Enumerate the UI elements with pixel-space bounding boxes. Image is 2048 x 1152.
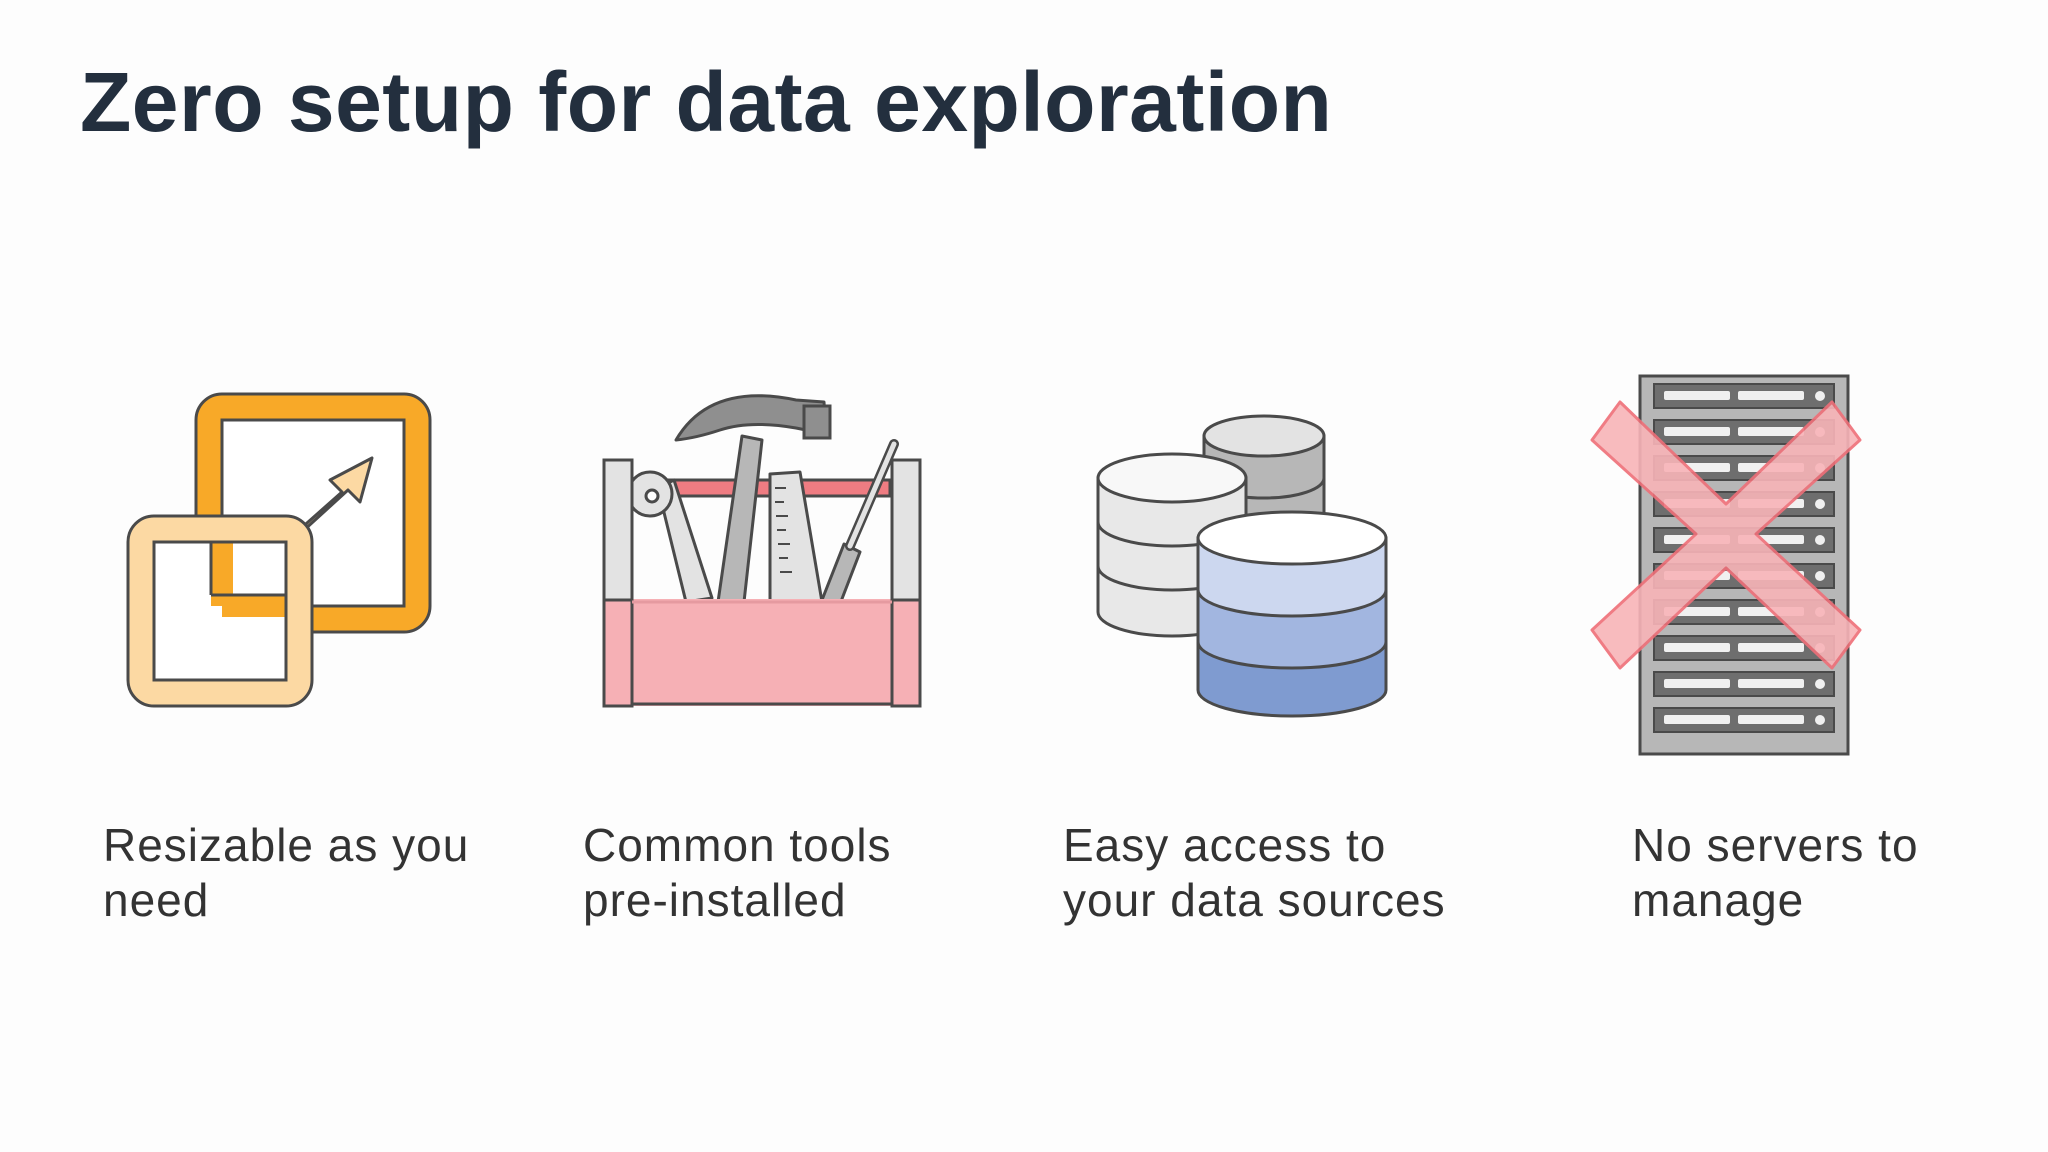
feature-caption-resizable: Resizable as you need xyxy=(103,819,470,926)
resize-icon xyxy=(126,392,432,708)
no-server-icon xyxy=(1590,374,1862,756)
feature-caption-data-sources: Easy access to your data sources xyxy=(1063,819,1446,926)
database-icon xyxy=(1096,414,1388,718)
toolbox-icon xyxy=(602,394,922,708)
slide-title: Zero setup for data exploration xyxy=(80,55,1333,149)
feature-caption-no-servers: No servers to manage xyxy=(1632,819,1919,926)
feature-caption-tools: Common tools pre-installed xyxy=(583,819,892,926)
